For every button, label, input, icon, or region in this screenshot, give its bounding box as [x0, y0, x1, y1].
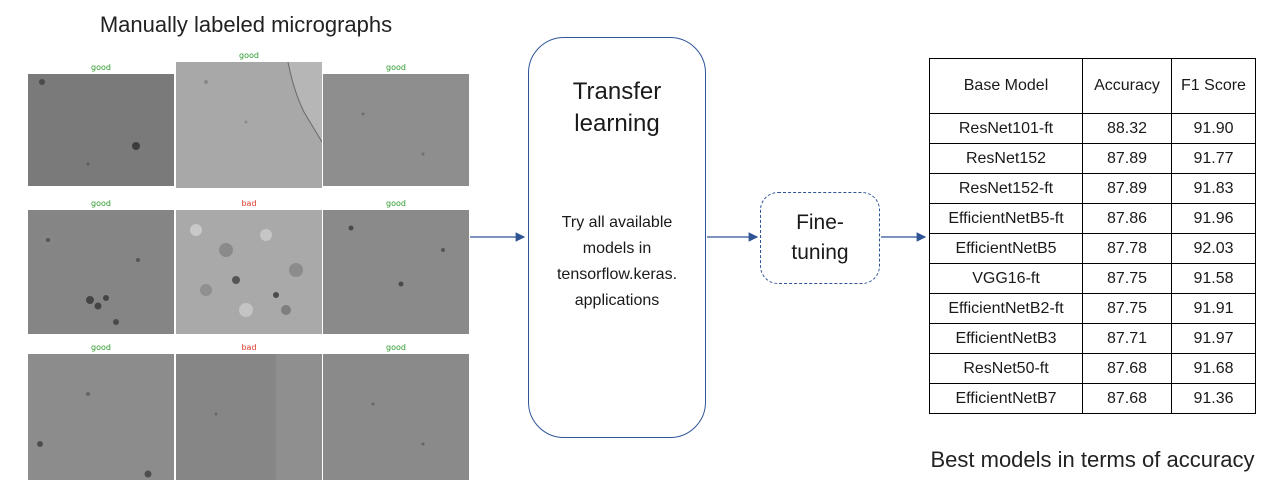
micrograph-label: good	[239, 51, 259, 60]
micrograph-image	[28, 210, 174, 334]
table-caption: Best models in terms of accuracy	[930, 447, 1255, 472]
micrograph-label: good	[91, 63, 111, 72]
cell-accuracy: 87.68	[1082, 353, 1172, 384]
transfer-learning-box: Transfer learning Try all available mode…	[528, 37, 706, 438]
cell-model: EfficientNetB5	[929, 233, 1083, 264]
header-base-model: Base Model	[929, 58, 1083, 114]
micrograph-label: good	[386, 199, 406, 208]
cell-accuracy: 87.68	[1082, 383, 1172, 414]
micrograph-image	[323, 210, 469, 334]
cell-model: EfficientNetB7	[929, 383, 1083, 414]
results-table: Base Model Accuracy F1 Score ResNet101-f…	[929, 58, 1256, 414]
micrograph-cell: good	[28, 62, 174, 186]
micrograph-label: good	[91, 199, 111, 208]
cell-f1: 91.77	[1171, 143, 1256, 174]
cell-model: ResNet50-ft	[929, 353, 1083, 384]
cell-model: EfficientNetB3	[929, 323, 1083, 354]
fine-tuning-line: Fine-	[796, 211, 844, 234]
micrograph-image	[176, 210, 322, 334]
cell-accuracy: 87.86	[1082, 203, 1172, 234]
micrograph-cell: good	[176, 50, 322, 188]
cell-accuracy: 87.71	[1082, 323, 1172, 354]
micrograph-image	[28, 354, 174, 480]
micrograph-label: good	[91, 343, 111, 352]
transfer-title-line: Transfer	[572, 78, 662, 105]
micrograph-label: good	[386, 343, 406, 352]
micrograph-label: bad	[241, 343, 257, 352]
micrograph-image	[176, 354, 322, 480]
micrographs-title: Manually labeled micrographs	[99, 12, 393, 37]
cell-accuracy: 87.89	[1082, 143, 1172, 174]
table-header-row: Base Model Accuracy F1 Score	[929, 58, 1256, 114]
transfer-learning-description: Try all available models in tensorflow.k…	[539, 210, 695, 314]
transfer-desc-line: tensorflow.keras.	[556, 266, 678, 283]
micrograph-cell: good	[323, 342, 469, 480]
transfer-title-line: learning	[574, 110, 660, 137]
fine-tuning-line: tuning	[791, 241, 849, 264]
cell-f1: 91.83	[1171, 173, 1256, 204]
cell-accuracy: 87.75	[1082, 293, 1172, 324]
micrograph-image	[28, 74, 174, 186]
cell-accuracy: 87.78	[1082, 233, 1172, 264]
header-f1-score: F1 Score	[1171, 58, 1256, 114]
micrograph-cell: good	[28, 342, 174, 480]
micrograph-cell: good	[323, 198, 469, 334]
fine-tuning-box: Fine- tuning	[760, 192, 880, 284]
micrograph-image	[323, 354, 469, 480]
cell-f1: 91.90	[1171, 113, 1256, 144]
micrograph-cell: bad	[176, 198, 322, 334]
cell-accuracy: 87.75	[1082, 263, 1172, 294]
micrograph-image	[323, 74, 469, 186]
transfer-desc-line: applications	[574, 292, 660, 309]
micrograph-label: good	[386, 63, 406, 72]
cell-model: EfficientNetB5-ft	[929, 203, 1083, 234]
transfer-desc-line: models in	[582, 240, 652, 257]
cell-f1: 91.68	[1171, 353, 1256, 384]
cell-f1: 91.96	[1171, 203, 1256, 234]
transfer-learning-title: Transfer learning	[529, 76, 705, 140]
micrograph-label: bad	[241, 199, 257, 208]
header-accuracy: Accuracy	[1082, 58, 1172, 114]
cell-f1: 91.97	[1171, 323, 1256, 354]
cell-accuracy: 88.32	[1082, 113, 1172, 144]
micrograph-image	[176, 62, 322, 188]
cell-f1: 91.36	[1171, 383, 1256, 414]
cell-accuracy: 87.89	[1082, 173, 1172, 204]
cell-model: ResNet101-ft	[929, 113, 1083, 144]
cell-model: EfficientNetB2-ft	[929, 293, 1083, 324]
micrograph-cell: good	[323, 62, 469, 186]
micrograph-cell: good	[28, 198, 174, 334]
cell-f1: 91.58	[1171, 263, 1256, 294]
cell-f1: 91.91	[1171, 293, 1256, 324]
micrograph-grid: good good good good	[28, 51, 469, 482]
cell-f1: 92.03	[1171, 233, 1256, 264]
cell-model: ResNet152	[929, 143, 1083, 174]
transfer-desc-line: Try all available	[561, 214, 673, 231]
cell-model: VGG16-ft	[929, 263, 1083, 294]
cell-model: ResNet152-ft	[929, 173, 1083, 204]
micrograph-cell: bad	[176, 342, 322, 480]
